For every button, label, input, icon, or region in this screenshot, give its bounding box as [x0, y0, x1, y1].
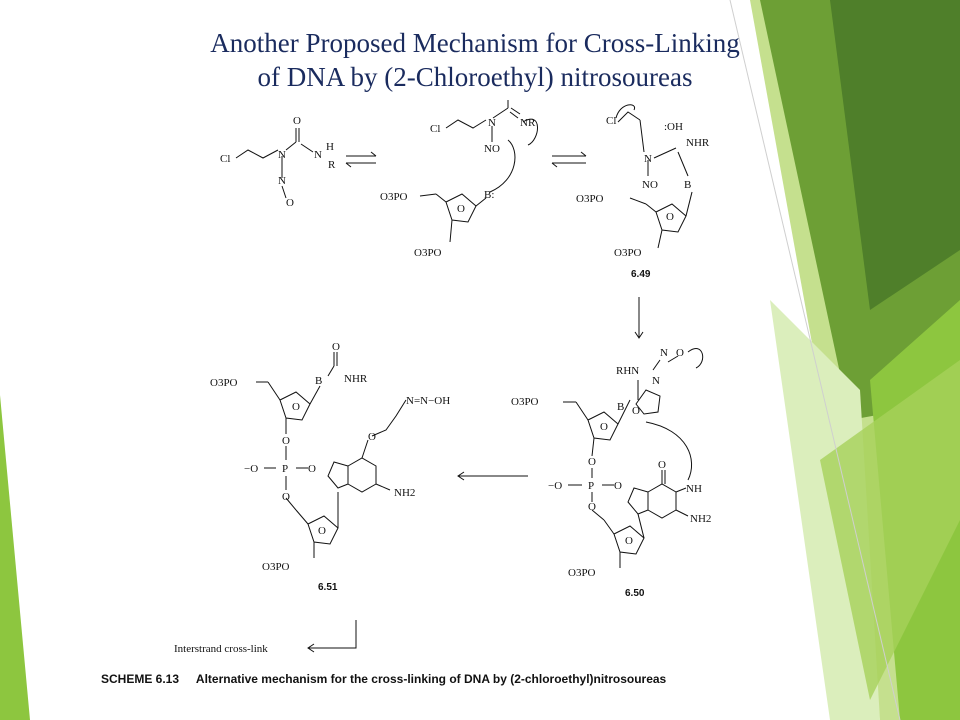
- compound-6-49: 6.49: [631, 269, 651, 280]
- atom-h: H: [326, 141, 334, 153]
- atom-p: P: [282, 463, 288, 475]
- interstrand-label: Interstrand cross-link: [174, 643, 268, 655]
- reaction-scheme: Cl N O N H R N O Cl N OH NR NO O3PO O B:…: [174, 100, 711, 655]
- atom-nhr: NHR: [344, 373, 368, 385]
- slide-title: Another Proposed Mechanism for Cross-Lin…: [120, 26, 830, 94]
- scheme-caption: SCHEME 6.13 Alternative mechanism for th…: [101, 672, 666, 686]
- atom-no: NO: [642, 179, 658, 191]
- atom-o: O: [676, 347, 684, 359]
- atom-cl: Cl: [220, 153, 230, 165]
- atom-o: O: [658, 459, 666, 471]
- atom-o: O: [332, 341, 340, 353]
- atom-n: N: [660, 347, 668, 359]
- atom-n: N: [644, 153, 652, 165]
- atom-oh: :OH: [664, 121, 683, 133]
- atom-n: N: [278, 175, 286, 187]
- atom-o3po: O3PO: [568, 567, 596, 579]
- atom-b: B: [617, 401, 624, 413]
- atom-b: B: [684, 179, 691, 191]
- atom-rhn: RHN: [616, 365, 639, 377]
- atom-azo: N=N−OH: [406, 395, 450, 407]
- atom-nhr: NHR: [686, 137, 710, 149]
- atom-o3po: O3PO: [262, 561, 290, 573]
- atom-o-minus: −O: [244, 463, 258, 475]
- atom-nh2: NH2: [690, 513, 711, 525]
- atom-o: O: [318, 525, 326, 537]
- atom-o: O: [632, 405, 640, 417]
- atom-o: O: [286, 197, 294, 209]
- caption-number: SCHEME 6.13: [101, 672, 180, 686]
- atom-o: O: [308, 463, 316, 475]
- atom-o3po: O3PO: [380, 191, 408, 203]
- title-line-2: of DNA by (2-Chloroethyl) nitrosoureas: [257, 62, 693, 92]
- atom-o: O: [282, 491, 290, 503]
- atom-cl: Cl: [606, 115, 616, 127]
- atom-o: O: [292, 401, 300, 413]
- atom-no: NO: [484, 143, 500, 155]
- compound-6-51: 6.51: [318, 582, 338, 593]
- atom-o-minus: −O: [548, 480, 562, 492]
- atom-o3po: O3PO: [614, 247, 642, 259]
- atom-r: R: [328, 159, 336, 171]
- atom-o: O: [614, 480, 622, 492]
- atom-nh2: NH2: [394, 487, 415, 499]
- caption-text: Alternative mechanism for the cross-link…: [195, 672, 667, 686]
- atom-nh: NH: [686, 483, 702, 495]
- atom-o3po: O3PO: [414, 247, 442, 259]
- atom-nr: NR: [520, 117, 536, 129]
- atom-o: O: [282, 435, 290, 447]
- atom-o: O: [588, 456, 596, 468]
- compound-6-50: 6.50: [625, 588, 645, 599]
- title-line-1: Another Proposed Mechanism for Cross-Lin…: [210, 28, 740, 58]
- atom-o: O: [600, 421, 608, 433]
- atom-o: O: [457, 203, 465, 215]
- atom-p: P: [588, 480, 594, 492]
- atom-o: O: [666, 211, 674, 223]
- atom-o3po: O3PO: [576, 193, 604, 205]
- atom-o3po: O3PO: [210, 377, 238, 389]
- atom-cl: Cl: [430, 123, 440, 135]
- atom-b: B:: [484, 189, 494, 201]
- atom-o: O: [625, 535, 633, 547]
- atom-o3po: O3PO: [511, 396, 539, 408]
- atom-o: O: [368, 431, 376, 443]
- atom-n: N: [314, 149, 322, 161]
- atom-b: B: [315, 375, 322, 387]
- atom-n: N: [488, 117, 496, 129]
- atom-o: O: [588, 501, 596, 513]
- atom-n: N: [652, 375, 660, 387]
- atom-o: O: [293, 115, 301, 127]
- atom-n: N: [278, 149, 286, 161]
